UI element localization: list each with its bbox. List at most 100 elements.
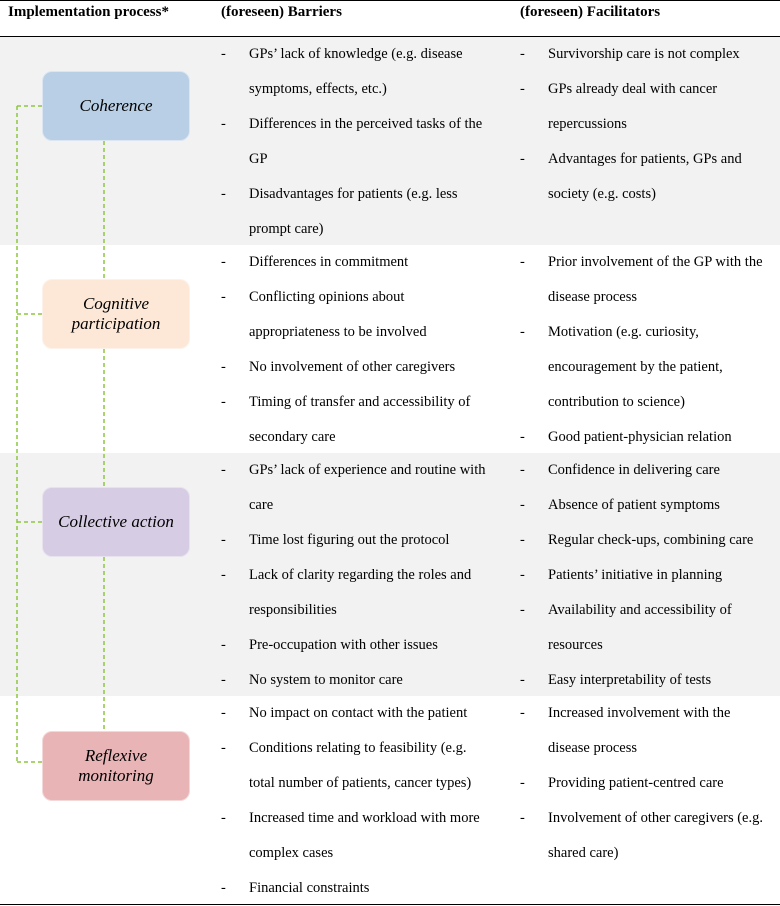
text-line: Financial constraints (249, 880, 370, 896)
process-box-collective-action: Collective action (42, 487, 190, 557)
facilitator-text: Increased involvement with the disease pr… (548, 696, 778, 766)
bullet-dash: - (520, 497, 525, 513)
barrier-text: GPs’ lack of experience and routine with… (249, 453, 494, 523)
text-line: care (249, 497, 274, 513)
facilitator-text: Absence of patient symptoms (548, 488, 778, 523)
bullet-dash: - (520, 429, 525, 445)
bullet-dash: - (221, 880, 226, 896)
barrier-text: Disadvantages for patients (e.g. less pro… (249, 177, 494, 247)
text-line: Differences in the perceived tasks of th… (249, 116, 483, 132)
header-bottom-rule (0, 36, 780, 37)
text-line: GPs’ lack of knowledge (e.g. disease (249, 46, 463, 62)
facilitator-text: Availability and accessibility of resourc… (548, 593, 778, 663)
text-line: Absence of patient symptoms (548, 497, 720, 513)
bullet-dash: - (221, 462, 226, 478)
row-coherence: - GPs’ lack of knowledge (e.g. disease sym… (0, 37, 780, 245)
text-line: Pre-occupation with other issues (249, 637, 438, 653)
text-line: secondary care (249, 429, 336, 445)
barrier-text: No system to monitor care (249, 663, 494, 698)
text-line: encouragement by the patient, (548, 359, 723, 375)
bullet-dash: - (221, 637, 226, 653)
bullet-dash: - (520, 324, 525, 340)
text-line: complex cases (249, 845, 334, 861)
bullet-dash: - (221, 116, 226, 132)
process-box-coherence: Coherence (42, 71, 190, 141)
barrier-text: No impact on contact with the patient (249, 696, 494, 731)
bullet-dash: - (221, 46, 226, 62)
barrier-text: Time lost figuring out the protocol (249, 523, 494, 558)
bullet-dash: - (221, 359, 226, 375)
bullet-dash: - (221, 532, 226, 548)
facilitator-text: Motivation (e.g. curiosity, encouragement… (548, 315, 778, 420)
facilitator-text: Easy interpretability of tests (548, 663, 778, 698)
text-line: Lack of clarity regarding the roles and (249, 567, 472, 583)
text-line: total number of patients, cancer types) (249, 775, 472, 791)
text-line: Time lost figuring out the protocol (249, 532, 450, 548)
bullet-dash: - (520, 254, 525, 270)
text-line: Prior involvement of the GP with the (548, 254, 763, 270)
bullet-dash: - (221, 289, 226, 305)
text-line: resources (548, 637, 603, 653)
text-line: No system to monitor care (249, 672, 403, 688)
barrier-text: Differences in the perceived tasks of th… (249, 107, 494, 177)
text-line: Easy interpretability of tests (548, 672, 712, 688)
text-line: Differences in commitment (249, 254, 409, 270)
row-reflexive-monitoring-items: - No impact on contact with the patient - C… (0, 696, 780, 900)
bullet-dash: - (221, 567, 226, 583)
bullet-dash: - (221, 810, 226, 826)
bullet-dash: - (520, 567, 525, 583)
text-line: prompt care) (249, 221, 324, 237)
text-line: appropriateness to be involved (249, 324, 427, 340)
process-box-cognitive-participation: Cognitive participation (42, 279, 190, 349)
text-line: disease process (548, 740, 637, 756)
text-line: Increased involvement with the (548, 705, 731, 721)
text-line: Survivorship care is not complex (548, 46, 740, 62)
bullet-dash: - (520, 602, 525, 618)
text-line: responsibilities (249, 602, 337, 618)
row-cognitive-participation-items: - Differences in commitment - Conflicting o… (0, 245, 780, 453)
text-line: GPs already deal with cancer (548, 81, 718, 97)
text-line: GPs’ lack of experience and routine with (249, 462, 486, 478)
text-line: Disadvantages for patients (e.g. less (249, 186, 458, 202)
bullet-dash: - (221, 705, 226, 721)
text-line: Conditions relating to feasibility (e.g. (249, 740, 467, 756)
facilitator-text: Providing patient-centred care (548, 766, 778, 801)
text-line: Increased time and workload with more (249, 810, 480, 826)
text-line: repercussions (548, 116, 627, 132)
bullet-dash: - (520, 810, 525, 826)
text-line: Availability and accessibility of (548, 602, 732, 618)
bullet-dash: - (520, 672, 525, 688)
bullet-dash: - (520, 775, 525, 791)
facilitator-text: GPs already deal with cancer repercussion… (548, 72, 778, 142)
bullet-dash: - (520, 532, 525, 548)
facilitator-text: Involvement of other caregivers (e.g.sha… (548, 801, 778, 871)
text-line: symptoms, effects, etc.) (249, 81, 387, 97)
barrier-text: Increased time and workload with more com… (249, 801, 494, 871)
barrier-text: Lack of clarity regarding the roles and r… (249, 558, 494, 628)
bullet-dash: - (221, 740, 226, 756)
barrier-text: Differences in commitment (249, 245, 494, 280)
process-box-reflexive-monitoring: Reflexive monitoring (42, 731, 190, 801)
text-line: contribution to science) (548, 394, 685, 410)
bullet-dash: - (520, 705, 525, 721)
text-line: Confidence in delivering care (548, 462, 720, 478)
table-bottom-rule (0, 904, 780, 905)
text-line: No impact on contact with the patient (249, 705, 468, 721)
text-line: No involvement of other caregivers (249, 359, 456, 375)
header-barriers: (foreseen) Barriers (221, 4, 342, 20)
facilitator-text: Survivorship care is not complex (548, 37, 778, 72)
row-cognitive-participation: - Differences in commitment - Conflicting o… (0, 245, 780, 453)
text-line: Motivation (e.g. curiosity, (548, 324, 699, 340)
bullet-dash: - (520, 81, 525, 97)
facilitator-text: Confidence in delivering care (548, 453, 778, 488)
text-line: society (e.g. costs) (548, 186, 656, 202)
bullet-dash: - (221, 254, 226, 270)
barrier-text: Pre-occupation with other issues (249, 628, 494, 663)
table-top-rule (0, 0, 780, 1)
header-implementation-process: Implementation process* (8, 4, 169, 20)
text-line: Good patient-physician relation (548, 429, 732, 445)
